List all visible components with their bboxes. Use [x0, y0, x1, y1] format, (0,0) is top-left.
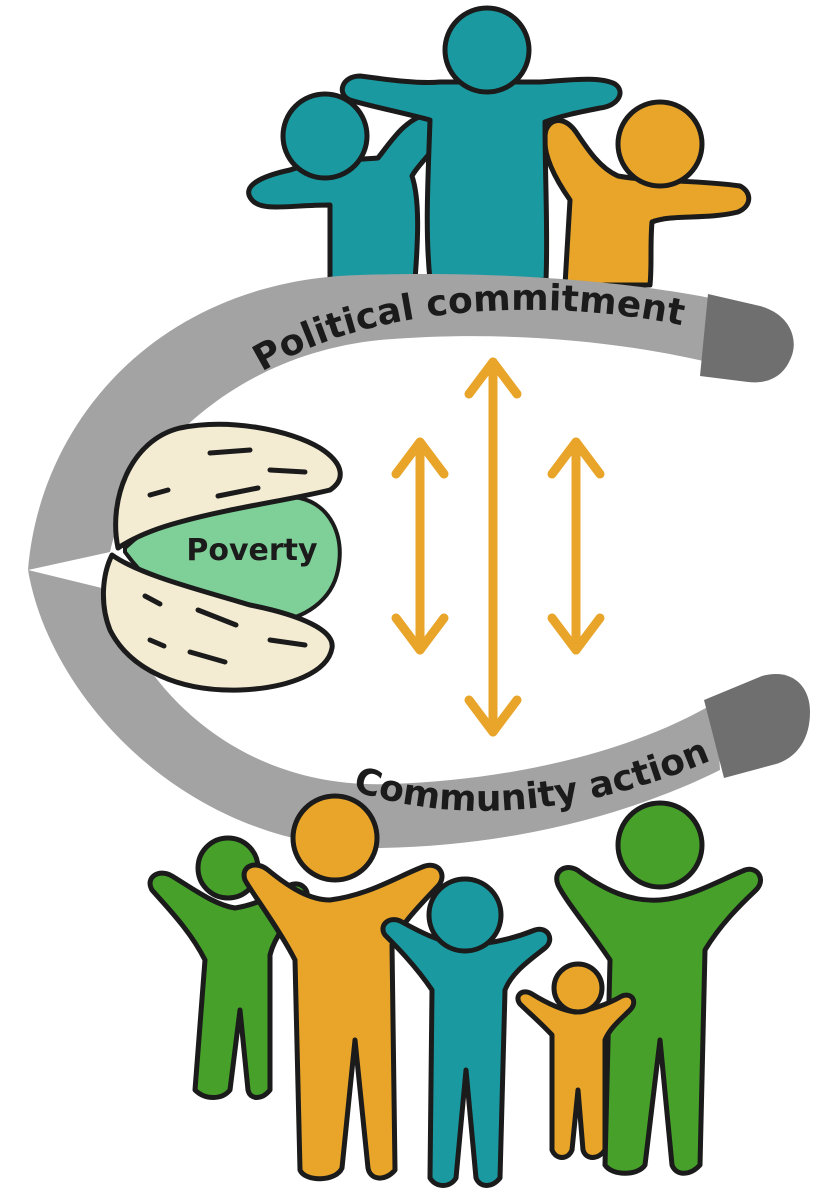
pod-top-shell	[113, 421, 343, 551]
arrow-right	[547, 437, 605, 655]
top-person-right	[542, 99, 752, 288]
arrow-left	[391, 437, 449, 655]
bottom-person-orange-left	[241, 793, 445, 1182]
bottom-arc-band	[28, 570, 720, 849]
arrows	[391, 357, 605, 737]
top-people-group	[246, 5, 752, 288]
arrow-center	[464, 357, 522, 737]
pod-bottom-marks	[142, 593, 308, 665]
top-person-left	[246, 91, 447, 283]
bottom-person-green-left	[147, 835, 310, 1100]
bottom-person-green-right	[554, 800, 763, 1176]
bottom-person-teal-center	[380, 876, 553, 1188]
poverty-nut: Poverty	[100, 421, 343, 693]
pod-bottom-shell	[100, 552, 335, 693]
pod-top-marks	[147, 447, 308, 499]
bottom-person-orange-child	[515, 961, 637, 1160]
top-arc-band	[28, 274, 720, 570]
top-person-center	[339, 5, 623, 283]
top-arc-tip	[700, 294, 794, 383]
bottom-people-group	[147, 793, 763, 1188]
poverty-label: Poverty	[186, 533, 318, 568]
bottom-arc-tip	[704, 673, 810, 778]
